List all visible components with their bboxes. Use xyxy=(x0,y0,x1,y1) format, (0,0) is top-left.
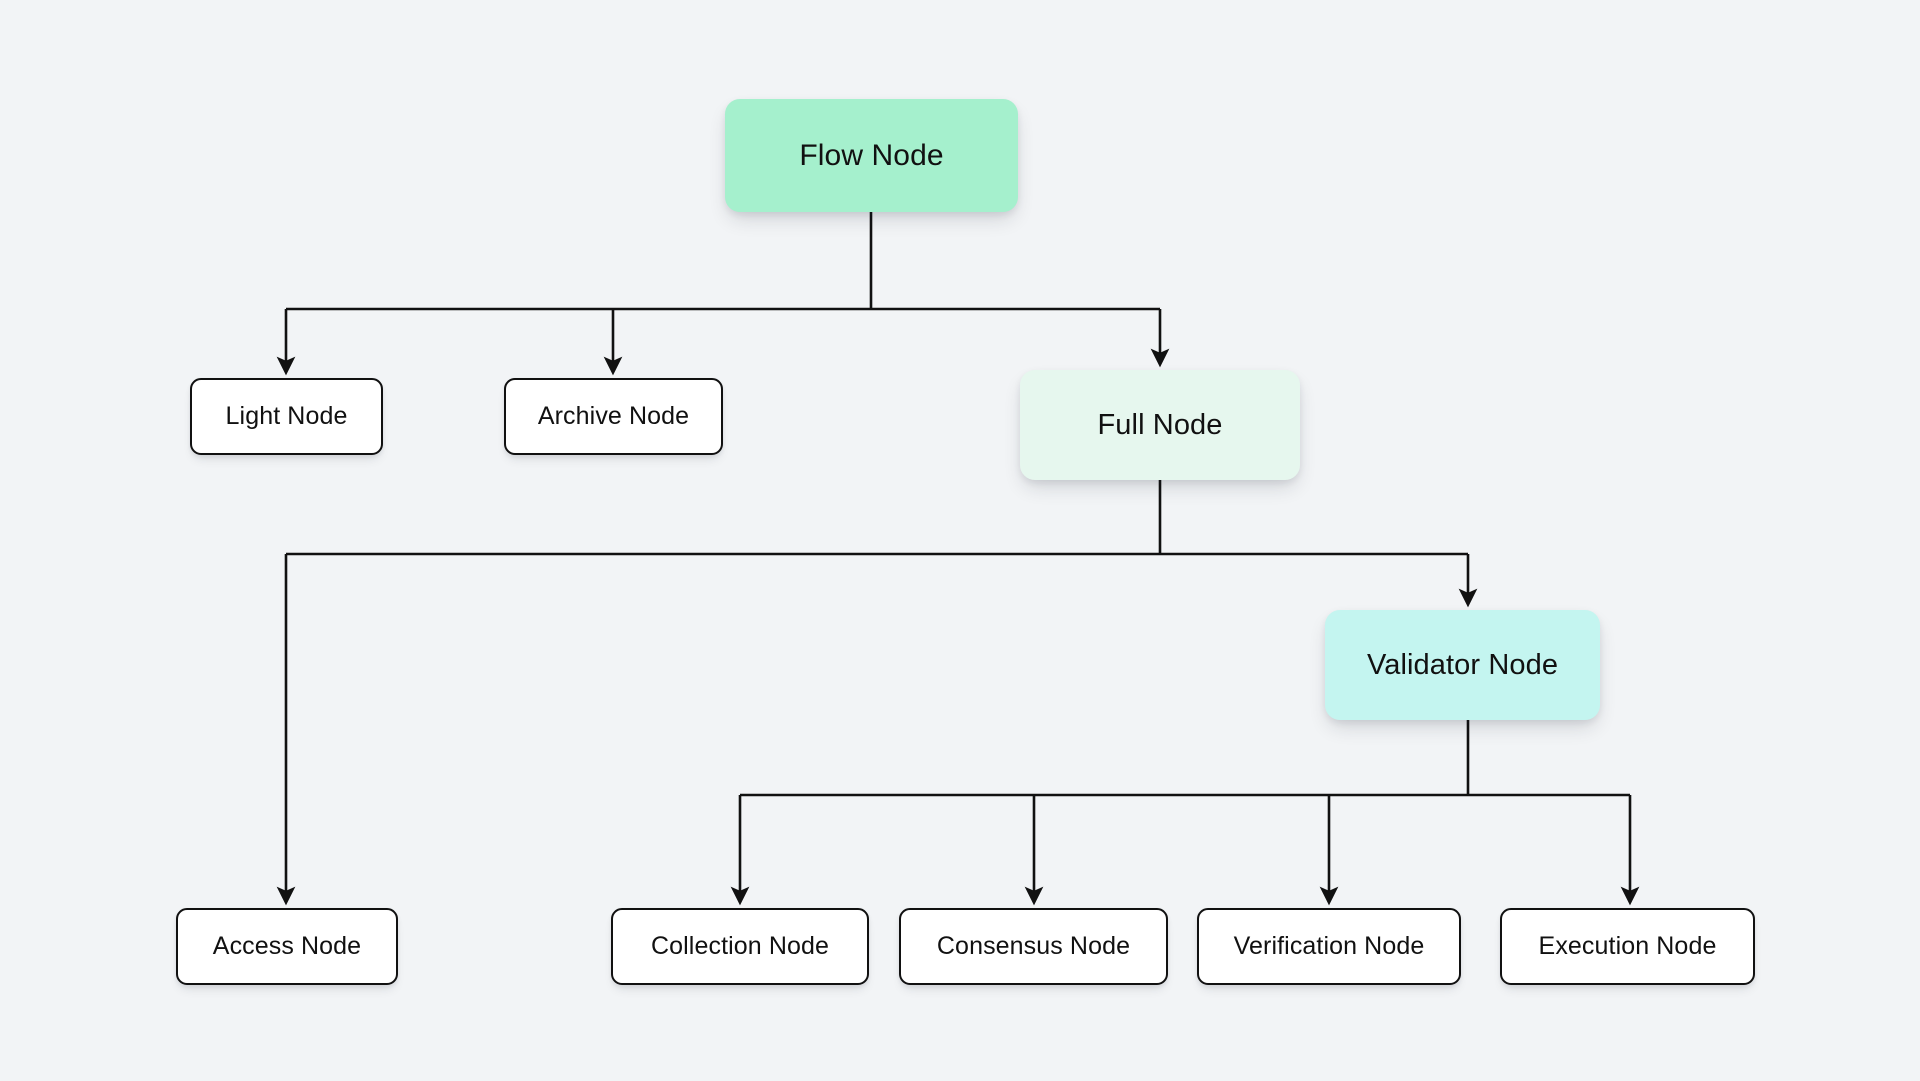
node-access-node[interactable]: Access Node xyxy=(176,908,398,985)
node-execution-node[interactable]: Execution Node xyxy=(1500,908,1755,985)
node-consensus-node[interactable]: Consensus Node xyxy=(899,908,1168,985)
node-validator-node[interactable]: Validator Node xyxy=(1325,610,1600,720)
node-full-node[interactable]: Full Node xyxy=(1020,370,1300,480)
node-flow-node[interactable]: Flow Node xyxy=(725,99,1018,212)
node-archive-node[interactable]: Archive Node xyxy=(504,378,723,455)
node-verification-node[interactable]: Verification Node xyxy=(1197,908,1461,985)
node-light-node[interactable]: Light Node xyxy=(190,378,383,455)
node-collection-node[interactable]: Collection Node xyxy=(611,908,869,985)
